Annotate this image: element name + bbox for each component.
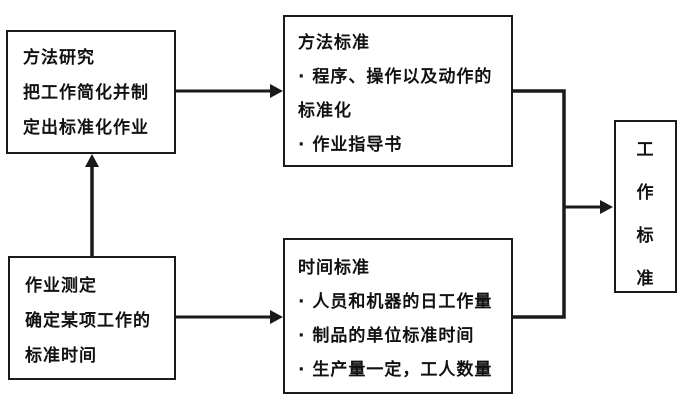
node-title-vertical: 工作标准 [636, 140, 655, 289]
node-title: 方法研究 [23, 48, 95, 68]
node-title: 时间标准 [298, 258, 370, 278]
arrow-work-measurement-to-time-standard [176, 310, 283, 324]
node-work-standard: 工作标准 [614, 120, 677, 293]
node-text: 标准时间 [25, 346, 97, 366]
node-bullet-continuation: 标准化 [298, 101, 352, 121]
node-time-standard: 时间标准 · 人员和机器的日工作量 · 制品的单位标准时间 · 生产量一定，工人… [283, 238, 513, 394]
node-bullet: · 生产量一定，工人数量 [298, 360, 493, 380]
node-title: 作业测定 [25, 276, 97, 296]
node-bullet: · 程序、操作以及动作的 [298, 67, 493, 87]
arrow-method-study-to-method-standard [176, 84, 283, 98]
node-text: 把工作简化并制 [23, 83, 149, 103]
node-method-study: 方法研究 把工作简化并制 定出标准化作业 [6, 30, 176, 154]
node-text: 定出标准化作业 [23, 118, 149, 138]
node-method-standard: 方法标准 · 程序、操作以及动作的 标准化 · 作业指导书 [283, 15, 513, 167]
node-bullet: · 制品的单位标准时间 [298, 326, 475, 346]
node-title: 方法标准 [298, 33, 370, 53]
arrow-work-measurement-to-method-study [85, 154, 99, 256]
node-bullet: · 人员和机器的日工作量 [298, 292, 493, 312]
node-work-measurement: 作业测定 确定某项工作的 标准时间 [8, 256, 176, 380]
merge-bracket [513, 89, 566, 319]
node-bullet: · 作业指导书 [298, 135, 403, 155]
arrow-merge-to-work-standard [564, 200, 613, 214]
node-text: 确定某项工作的 [25, 311, 151, 331]
